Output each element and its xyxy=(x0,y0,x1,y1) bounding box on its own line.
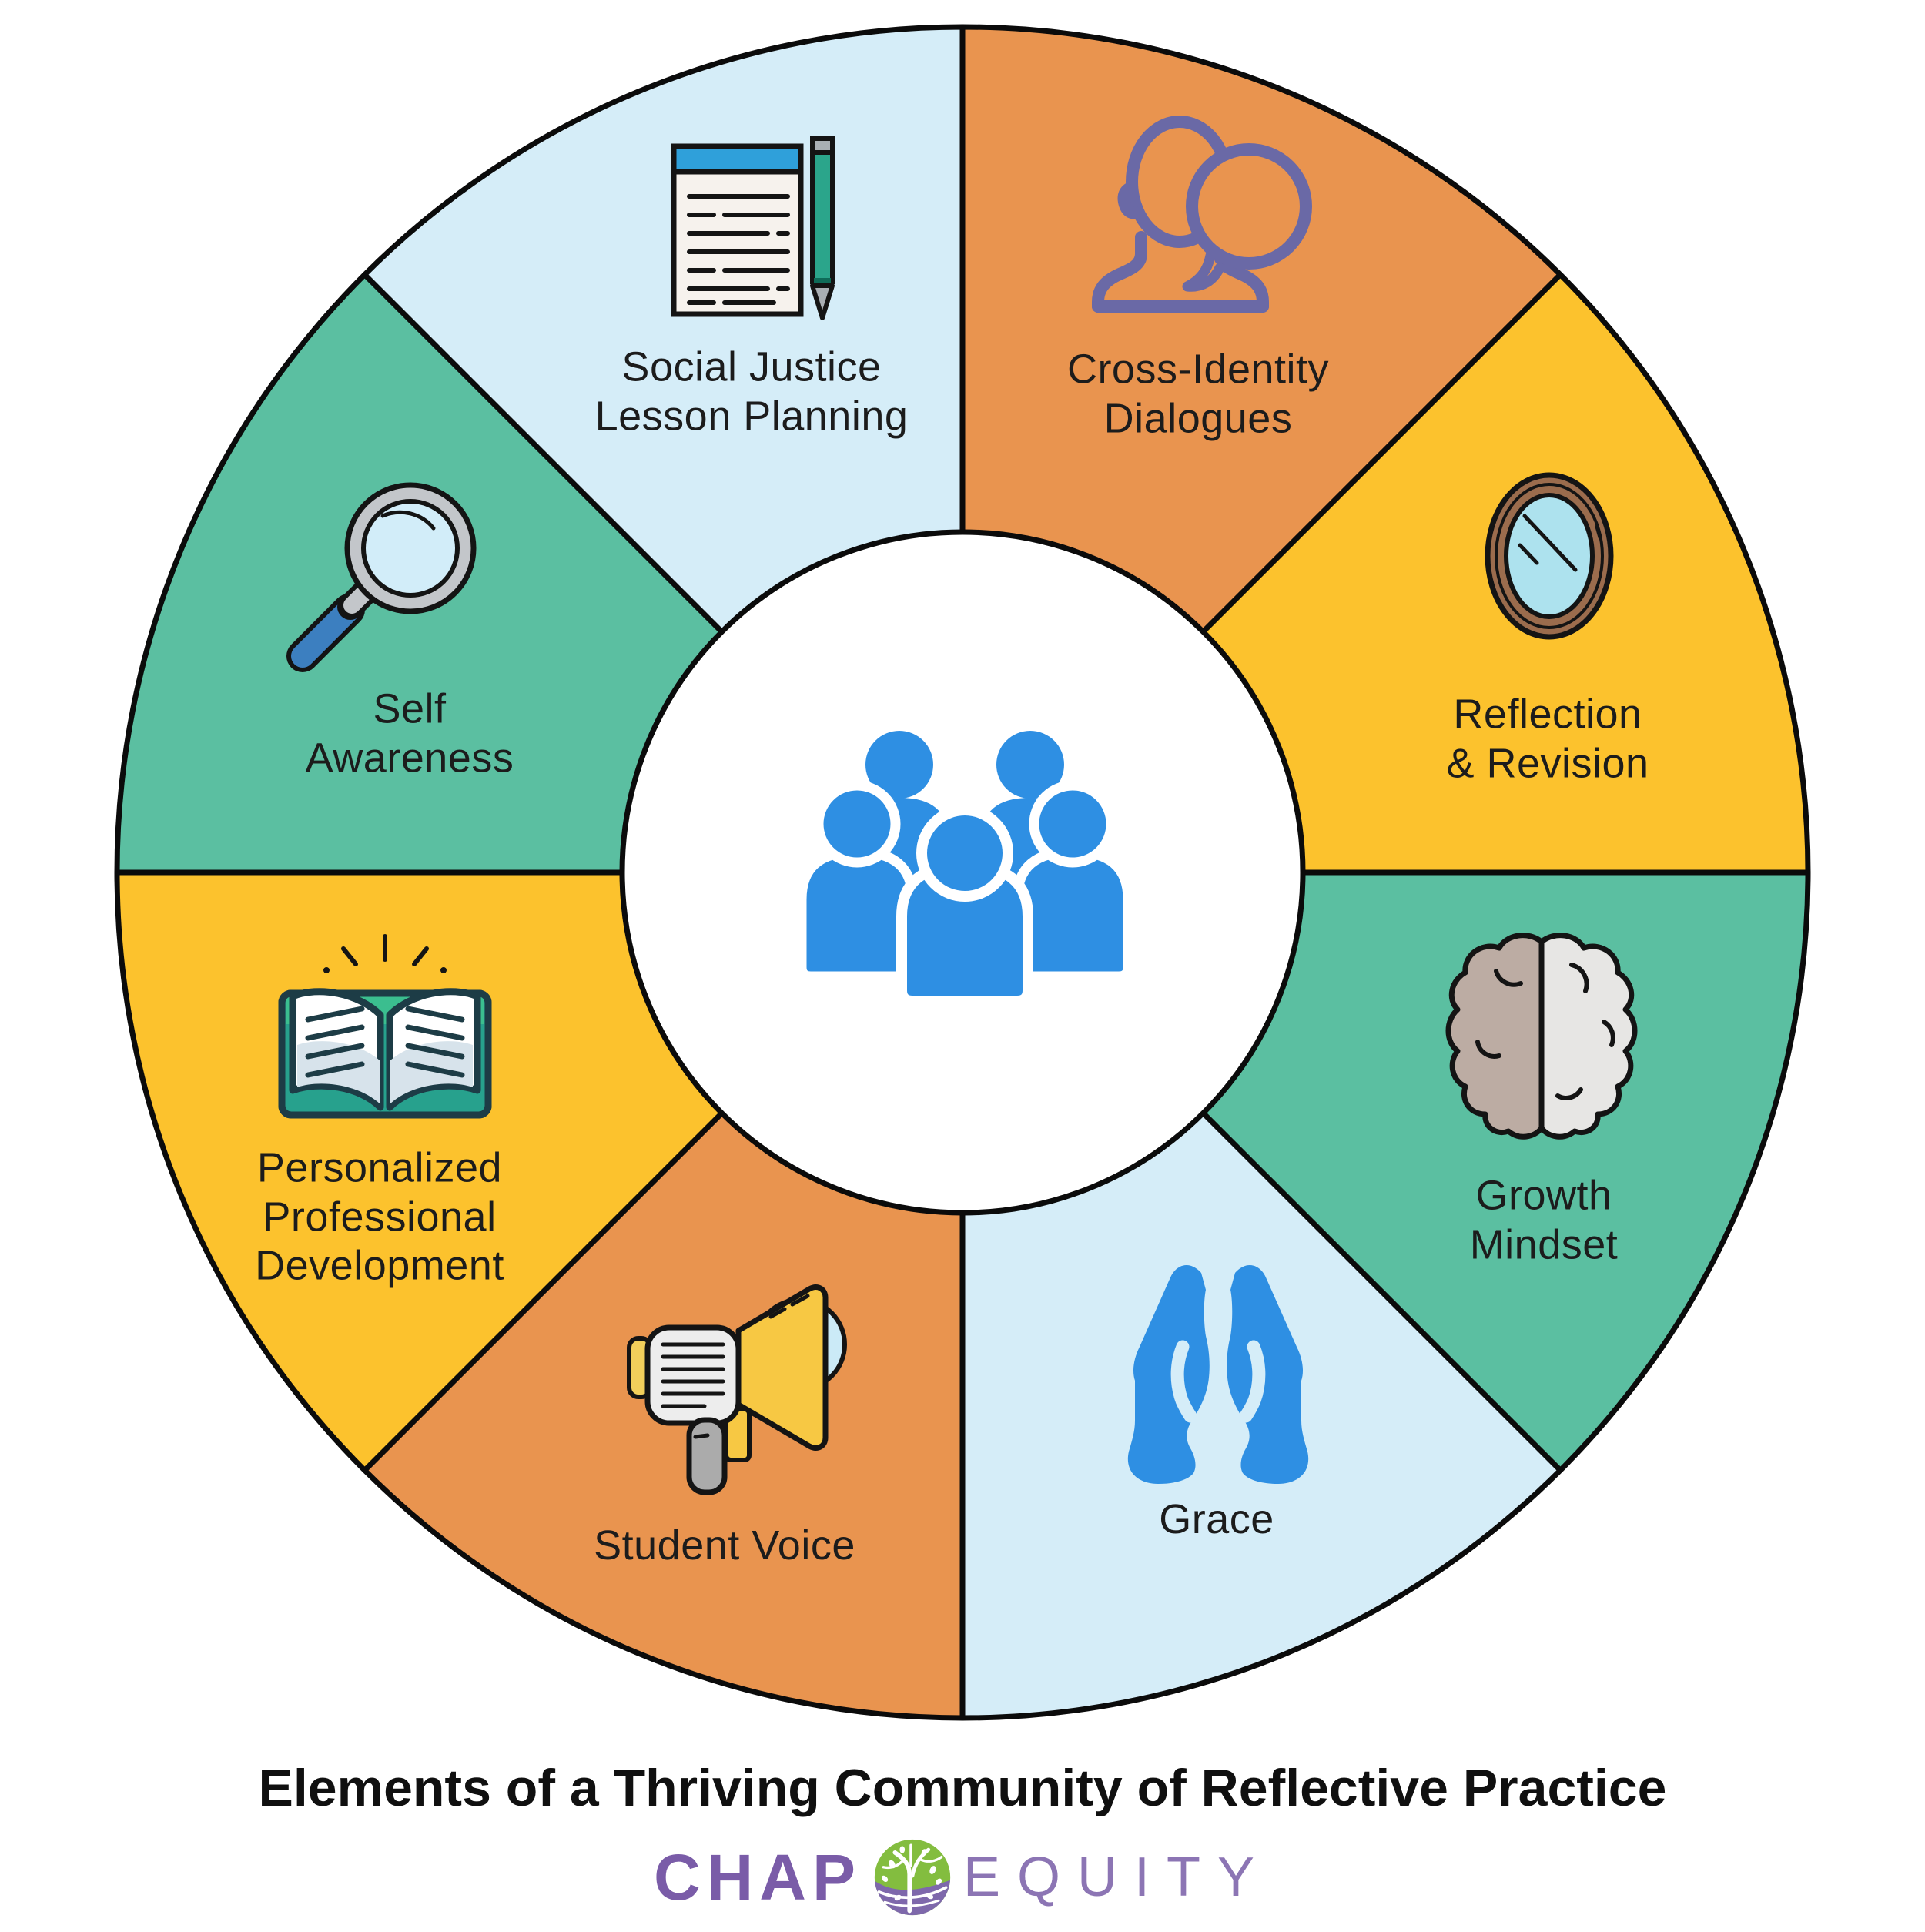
label-personalized-pd: Personalized Professional Development xyxy=(255,1144,504,1289)
label-reflection-revision: Reflection & Revision xyxy=(1446,691,1649,786)
person-speech-bubble-icon xyxy=(1092,116,1312,313)
brain-icon xyxy=(1445,933,1638,1140)
label-grace: Grace xyxy=(1159,1496,1274,1543)
label-growth-mindset: Growth Mindset xyxy=(1469,1172,1619,1267)
label-cross-identity-dialogues: Cross-Identity Dialogues xyxy=(1066,346,1330,441)
label-social-justice-lesson-planning: Social Justice Lesson Planning xyxy=(594,343,909,439)
tree-circle-logo-icon xyxy=(874,1839,951,1916)
label-student-voice: Student Voice xyxy=(594,1522,855,1569)
group-of-people-icon xyxy=(796,731,1133,1006)
brand-logo: CHAP EQUI xyxy=(0,1837,1925,1917)
magnifying-glass-icon xyxy=(286,482,477,672)
mirror-icon xyxy=(1485,472,1614,640)
megaphone-icon xyxy=(627,1284,847,1495)
label-self-awareness: Self Awareness xyxy=(305,685,514,781)
praying-hands-icon xyxy=(1127,1264,1309,1484)
brand-chap-text: CHAP xyxy=(653,1840,862,1914)
notepad-pencil-icon xyxy=(671,136,835,320)
open-book-icon xyxy=(278,934,492,1119)
page-title: Elements of a Thriving Community of Refl… xyxy=(258,1759,1667,1817)
brand-equity-text: EQUITY xyxy=(962,1847,1272,1908)
